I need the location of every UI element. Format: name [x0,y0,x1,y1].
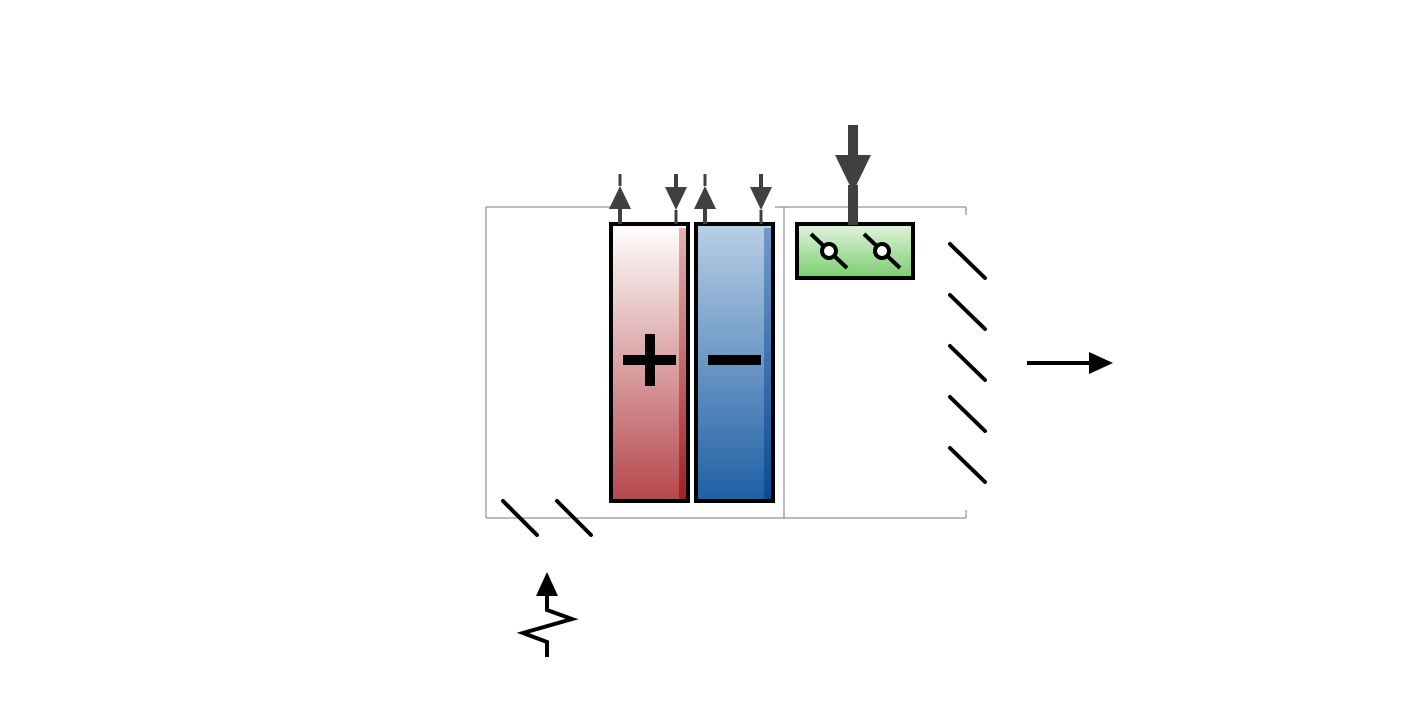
vent-slat [501,499,539,537]
vent-slat [555,499,593,537]
negative-down-arrow-icon [750,174,772,224]
vent-slat [948,242,987,280]
input-arrow-icon [835,125,871,225]
squiggle-arrow-icon [516,572,579,657]
switch-box-body [795,222,915,280]
bottom-vent [501,499,593,537]
output-arrow-icon [1027,352,1113,374]
housing-outline [485,206,967,519]
negative-up-arrow-icon [694,174,716,224]
vent-slat [948,395,987,433]
negative-plate-border [694,222,775,503]
negative-plate-icon [708,355,761,365]
terminal-arrows [609,174,772,224]
right-vent [948,242,987,484]
vent-slat [948,446,987,484]
negative-plate-edge [764,228,772,499]
switch-box-icon [795,222,915,280]
negative-plate [694,222,775,503]
positive-plate-border [609,222,690,503]
positive-plate-icon [623,334,676,386]
positive-down-arrow-icon [665,174,687,224]
positive-plate-edge [679,228,687,499]
vent-slat [948,293,987,331]
vent-slat [948,344,987,382]
positive-plate [609,222,690,503]
positive-up-arrow-icon [609,174,631,224]
switch-symbols [809,232,902,270]
